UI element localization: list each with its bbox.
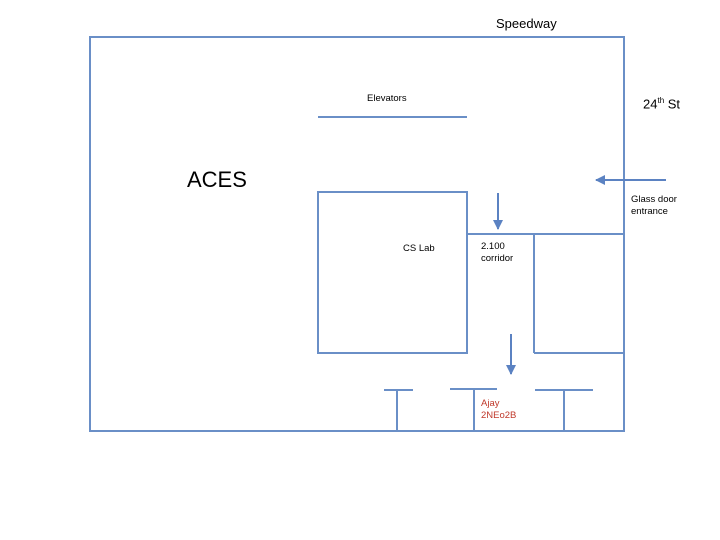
cs-lab-room [317, 191, 468, 354]
entrance-line-2: entrance [631, 205, 668, 217]
corridor-label: 2.100 corridor [481, 241, 513, 265]
street-suffix: St [664, 96, 681, 112]
entrance-label: Glass door entrance [631, 194, 677, 218]
office-name: Ajay [481, 398, 500, 409]
cs-lab-label: CS Lab [403, 243, 435, 254]
elevators-label: Elevators [367, 93, 407, 104]
corridor-word: corridor [481, 252, 514, 264]
24th-st-label: 24th St [643, 96, 680, 113]
entrance-line-1: Glass door [631, 194, 677, 205]
street-number: 24 [643, 96, 658, 112]
office-label: Ajay 2NEo2B [481, 398, 516, 422]
street-ordinal: th [657, 96, 665, 105]
corridor-number: 2.100 [481, 241, 505, 252]
office-number: 2NEo2B [481, 409, 517, 421]
speedway-label: Speedway [496, 16, 557, 31]
building-name: ACES [187, 167, 247, 192]
